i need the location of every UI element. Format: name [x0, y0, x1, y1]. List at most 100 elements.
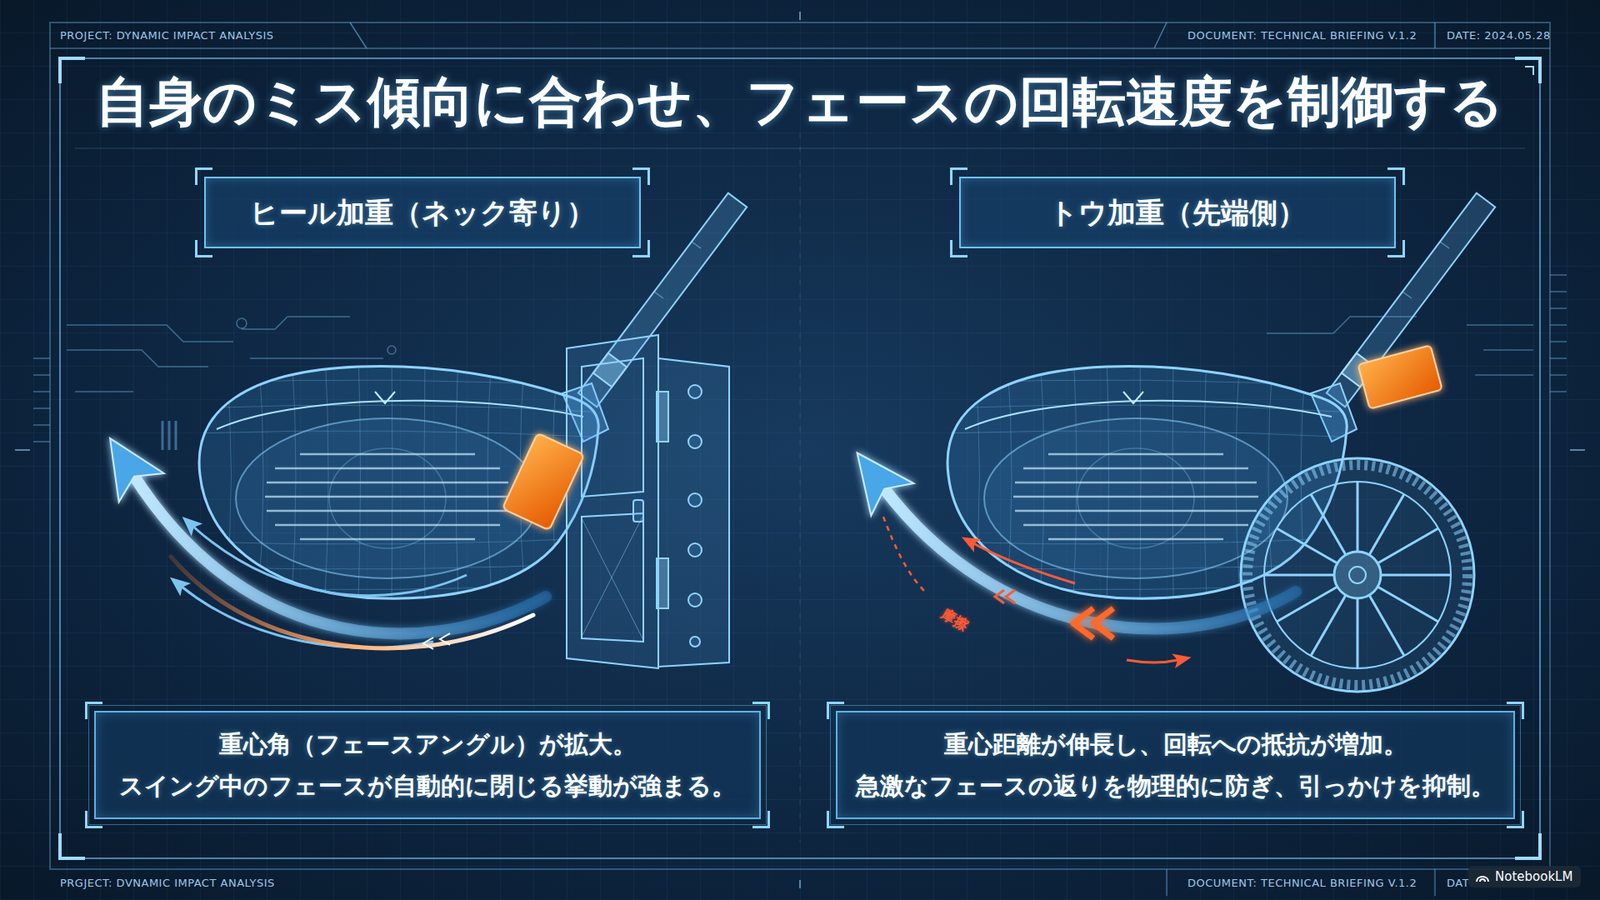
corner-bracket	[950, 240, 968, 258]
header-meta: DATE: 2024.05.28	[1446, 29, 1551, 43]
flywheel	[1240, 458, 1475, 692]
circuit-decoration	[1466, 325, 1534, 375]
header-meta: PROJECT: DYNAMIC IMPACT ANALYSIS	[60, 29, 275, 43]
circuit-decoration	[241, 316, 350, 330]
watermark-icon	[1475, 870, 1490, 883]
friction-trail	[883, 516, 925, 592]
slide-frame	[60, 58, 1540, 859]
brake-chevrons	[995, 590, 1015, 604]
brake-chevrons	[1073, 608, 1114, 639]
door-hinge	[688, 493, 702, 507]
door-hinge	[581, 358, 644, 497]
slide-frame	[50, 47, 1550, 50]
flywheel	[1369, 595, 1405, 656]
watermark-badge: NotebookLM	[1468, 865, 1581, 888]
circuit-decoration	[250, 357, 384, 360]
friction-label: 摩擦	[938, 605, 973, 635]
flywheel	[1310, 595, 1346, 656]
heading-box: ヒール加重（ネック寄り）	[204, 176, 641, 249]
corner-bracket	[632, 167, 650, 185]
corner-bracket	[1387, 167, 1405, 185]
corner-bracket	[632, 240, 650, 258]
brake-chevrons	[1093, 608, 1114, 639]
watermark: NotebookLM	[1495, 869, 1573, 885]
node-text: スイング中のフェースが自動的に閉じる挙動が強まる。	[119, 770, 736, 801]
corner-bracket	[826, 810, 845, 829]
flywheel	[1276, 528, 1338, 564]
watermark-icon	[1476, 876, 1489, 882]
toe-weight	[1358, 345, 1443, 409]
corner-bracket	[950, 167, 968, 185]
heading-box: トウ加重（先端側）	[959, 176, 1396, 249]
outer-frame	[830, 705, 1521, 825]
door-hinge	[656, 558, 669, 609]
corner-bracket	[85, 701, 103, 720]
door-hinge	[581, 513, 644, 642]
heel-weight	[502, 433, 585, 531]
circuit-decoration	[1550, 275, 1567, 392]
circuit-decoration	[66, 350, 209, 367]
slide-frame	[50, 22, 1550, 870]
flywheel	[1380, 574, 1451, 577]
circuit-decoration	[33, 358, 50, 442]
corner-bracket	[1387, 240, 1405, 258]
resistance-arrow	[1126, 660, 1179, 663]
node-text: ヒール加重（ネック寄り）	[250, 195, 595, 231]
slide-title: 自身のミス傾向に合わせ、フェースの回転速度を制御する	[95, 70, 1505, 135]
flywheel	[1310, 494, 1346, 555]
flywheel	[1247, 465, 1468, 685]
flywheel	[1369, 494, 1405, 555]
heel-weight-illustration	[133, 193, 747, 669]
header-meta: DOCUMENT: TECHNICAL BRIEFING V.1.2	[1187, 876, 1417, 890]
brake-chevrons	[995, 590, 1005, 604]
corner-bracket	[195, 240, 213, 258]
corner-bracket	[1506, 701, 1525, 720]
header-meta: DOCUMENT: TECHNICAL BRIEFING V.1.2	[1187, 29, 1417, 43]
flywheel	[1349, 566, 1366, 584]
flywheel	[1240, 458, 1475, 692]
corner-bracket	[752, 701, 770, 720]
face-rotation-arrow	[133, 475, 546, 634]
flywheel	[1334, 551, 1381, 599]
circuit-decoration	[66, 325, 234, 342]
caption-box: 重心角（フェースアングル）が拡大。スイング中のフェースが自動的に閉じる挙動が強ま…	[94, 710, 761, 820]
header-meta: PRGJECT: DVNAMIC IMPACT ANALYSIS	[60, 876, 275, 890]
circuit-decoration	[387, 345, 396, 355]
slide-frame	[800, 133, 801, 842]
flywheel	[1356, 481, 1360, 552]
flywheel	[1264, 481, 1451, 669]
door-hinge	[566, 335, 659, 669]
slide-frame	[350, 22, 1435, 49]
flywheel	[1264, 481, 1451, 669]
door-hinge	[656, 391, 669, 442]
slide-frame	[1166, 869, 1435, 896]
flywheel	[1377, 528, 1439, 564]
door-hinge	[688, 385, 702, 399]
resistance-arrow	[973, 543, 1075, 584]
door-hinge	[690, 636, 700, 647]
node-text: 急激なフェースの返りを物理的に防ぎ、引っかけを抑制。	[855, 770, 1495, 801]
slide-frame	[60, 58, 1540, 859]
door-hinge	[688, 593, 702, 607]
brake-chevrons	[1073, 608, 1094, 639]
flywheel	[1356, 598, 1360, 669]
circuit-decoration	[75, 390, 134, 393]
corner-bracket	[752, 810, 770, 829]
motion-tick	[423, 633, 450, 650]
toe-weight-illustration	[883, 193, 1495, 692]
door-hinge	[633, 500, 644, 522]
door-hinge	[688, 543, 702, 557]
door-hinge	[566, 335, 730, 669]
node-text: 重心角（フェースアングル）が拡大。	[219, 729, 637, 760]
node-text: トウ加重（先端側）	[1049, 195, 1306, 231]
corner-bracket	[85, 810, 103, 829]
corner-bracket	[195, 167, 213, 185]
outer-frame	[88, 705, 767, 825]
corner-bracket	[826, 701, 845, 720]
flywheel	[1264, 574, 1335, 577]
circuit-decoration	[236, 318, 247, 329]
slide-frame	[1525, 66, 1534, 75]
motion-trail	[170, 556, 534, 649]
slide-frame	[15, 11, 1585, 896]
slide-frame	[15, 11, 1585, 889]
